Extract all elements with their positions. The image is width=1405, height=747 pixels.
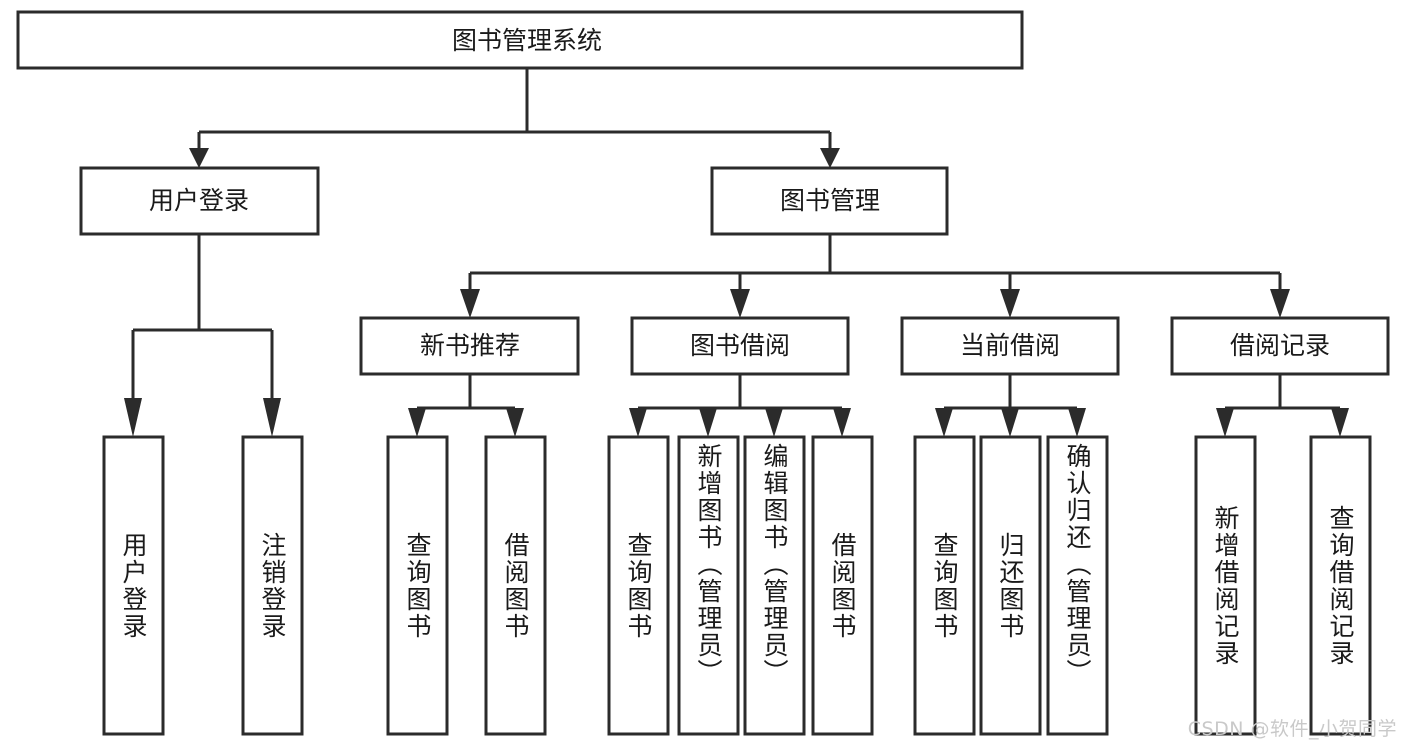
arrow-head-leaf-return-book xyxy=(1001,408,1019,437)
leaf-box-query-book-1[interactable] xyxy=(386,435,449,736)
node-user-login-box[interactable] xyxy=(79,166,320,236)
node-borrow-record-box[interactable] xyxy=(1170,316,1390,376)
arrow-head-leaf-query-book-2 xyxy=(629,408,647,437)
watermark-text: CSDN @软件_小贺同学 xyxy=(1187,718,1397,740)
arrow-head-leaf-borrow-book-2 xyxy=(833,408,851,437)
arrow-head-user-login xyxy=(189,148,209,168)
leaf-box-query-book-2[interactable] xyxy=(607,435,670,736)
leaf-box-return-book[interactable] xyxy=(979,435,1042,736)
node-book-borrow[interactable]: 图书借阅 xyxy=(630,316,850,376)
arrow-head-leaf-query-book-3 xyxy=(935,408,953,437)
leaf-box-query-record[interactable] xyxy=(1309,435,1372,736)
connector-group-user-login xyxy=(124,234,281,437)
node-book-borrow-label: 图书借阅 xyxy=(690,331,790,360)
arrow-head-leaf-confirm-return xyxy=(1068,408,1086,437)
arrow-head-leaf-edit-book xyxy=(765,408,783,437)
node-user-login-label: 用户登录 xyxy=(149,186,249,215)
arrow-head-borrow-record xyxy=(1270,289,1290,318)
leaf-box-borrow-book-1[interactable] xyxy=(484,435,547,736)
leaf-box-group xyxy=(102,435,1372,736)
arrow-head-leaf-borrow-book-1 xyxy=(506,408,524,437)
node-root-label: 图书管理系统 xyxy=(452,26,602,55)
node-new-book-recommend-label: 新书推荐 xyxy=(420,331,520,360)
arrow-head-leaf-user-login xyxy=(124,398,142,437)
leaf-box-query-book-3[interactable] xyxy=(913,435,976,736)
arrow-head-leaf-add-record xyxy=(1216,408,1234,437)
node-book-borrow-box[interactable] xyxy=(630,316,850,376)
arrow-head-current-borrow xyxy=(1000,289,1020,318)
node-user-login[interactable]: 用户登录 xyxy=(79,166,320,236)
node-current-borrow[interactable]: 当前借阅 xyxy=(900,316,1120,376)
node-book-management[interactable]: 图书管理 xyxy=(710,166,949,236)
node-book-management-box[interactable] xyxy=(710,166,949,236)
arrow-head-leaf-query-book-1 xyxy=(408,408,426,437)
arrow-head-leaf-logout xyxy=(263,398,281,437)
node-book-management-label: 图书管理 xyxy=(780,186,880,215)
leaf-box-logout[interactable] xyxy=(241,435,304,736)
node-borrow-record[interactable]: 借阅记录 xyxy=(1170,316,1390,376)
connector-group-current-borrow xyxy=(935,374,1086,437)
arrow-head-book-mgmt xyxy=(820,148,840,168)
leaf-box-add-book[interactable] xyxy=(677,435,740,736)
node-current-borrow-box[interactable] xyxy=(900,316,1120,376)
node-root-box[interactable] xyxy=(16,10,1024,70)
arrow-head-new-book-rec xyxy=(460,289,480,318)
leaf-box-borrow-book-2[interactable] xyxy=(811,435,874,736)
arrow-head-leaf-query-record xyxy=(1331,408,1349,437)
node-root[interactable]: 图书管理系统 xyxy=(16,10,1024,70)
arrow-head-leaf-add-book xyxy=(699,408,717,437)
connector-group-new-book-rec xyxy=(408,374,524,437)
leaf-box-confirm-return[interactable] xyxy=(1046,435,1109,736)
leaf-box-user-login[interactable] xyxy=(102,435,165,736)
leaf-box-edit-book[interactable] xyxy=(743,435,806,736)
leaf-box-add-record[interactable] xyxy=(1194,435,1257,736)
connector-group-book-borrow xyxy=(629,374,851,437)
arrow-head-book-borrow xyxy=(730,289,750,318)
connector-group-borrow-record xyxy=(1216,374,1349,437)
node-new-book-recommend[interactable]: 新书推荐 xyxy=(359,316,580,376)
node-borrow-record-label: 借阅记录 xyxy=(1230,331,1330,360)
connector-group-root xyxy=(189,69,840,168)
node-current-borrow-label: 当前借阅 xyxy=(960,331,1060,360)
node-new-book-recommend-box[interactable] xyxy=(359,316,580,376)
connector-group-book-mgmt xyxy=(460,234,1290,318)
